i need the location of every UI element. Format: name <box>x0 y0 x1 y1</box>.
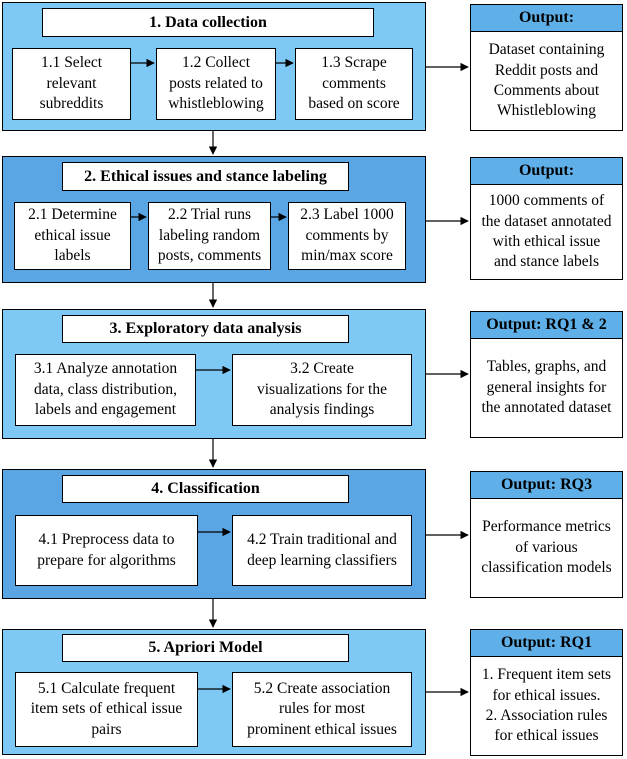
text-line: pairs <box>91 720 122 738</box>
output-3-text: Tables, graphs, and general insights for t… <box>482 357 612 418</box>
output-5-body: 1. Frequent item sets for ethical issues.… <box>470 656 623 756</box>
text-line: labels and engagement <box>34 401 177 419</box>
step-3-2: 3.2 Create visualizations for the analysis… <box>232 354 412 426</box>
text-line: 2.3 Label 1000 <box>300 206 394 224</box>
text-line: item sets of ethical issue <box>30 700 183 718</box>
step-2-1: 2.1 Determine ethical issue labels <box>14 202 131 270</box>
step-1-1-text: 1.1 Select relevant subreddits <box>40 53 104 114</box>
step-5-1-text: 5.1 Calculate frequent item sets of ethic… <box>31 679 183 740</box>
text-line: posts related to <box>169 74 263 92</box>
text-line: 3.1 Analyze annotation <box>33 360 178 378</box>
text-line: Whistleblowing <box>496 102 597 120</box>
text-line: Dataset containing <box>488 41 605 59</box>
text-line: posts, comments <box>157 247 262 265</box>
step-4-2: 4.2 Train traditional and deep learning c… <box>232 515 412 586</box>
output-4-body: Performance metrics of various classificat… <box>470 498 623 598</box>
step-1-1: 1.1 Select relevant subreddits <box>12 48 131 120</box>
output-5-header: Output: RQ1 <box>470 629 623 657</box>
stage-5-title: 5. Apriori Model <box>62 634 349 662</box>
text-line: visualizations for the <box>257 380 387 398</box>
output-2-header: Output: <box>470 157 623 185</box>
text-line: 2.2 Trial runs <box>167 206 252 224</box>
step-2-2: 2.2 Trial runs labeling random posts, comm… <box>148 202 271 270</box>
text-line: 1.1 Select <box>40 54 103 72</box>
step-4-1: 4.1 Preprocess data to prepare for algori… <box>15 515 198 586</box>
output-5-text: 1. Frequent item sets for ethical issues.… <box>482 665 611 747</box>
text-line: prepare for algorithms <box>37 551 176 569</box>
text-line: for ethical issues <box>494 727 599 745</box>
text-line: 2.1 Determine <box>28 206 117 224</box>
text-line: deep learning classifiers <box>247 551 397 569</box>
text-line: relevant <box>46 74 97 92</box>
text-line: Reddit posts and <box>494 61 599 79</box>
output-3-header: Output: RQ1 & 2 <box>470 311 623 339</box>
stage-3-title: 3. Exploratory data analysis <box>62 315 349 343</box>
text-line: 4.2 Train traditional and <box>247 531 397 549</box>
output-1-header: Output: <box>470 4 623 32</box>
text-line: with ethical issue <box>492 233 601 250</box>
text-line: general insights for <box>486 378 607 396</box>
text-line: 1000 comments of <box>488 192 605 210</box>
step-1-2-text: 1.2 Collect posts related to whistleblowin… <box>168 53 264 114</box>
text-line: data, class distribution, <box>34 380 177 398</box>
text-line: Performance metrics <box>482 518 611 536</box>
step-2-3: 2.3 Label 1000 comments by min/max score <box>288 202 406 270</box>
output-2-text: 1000 comments of the dataset annotated wit… <box>482 191 612 273</box>
text-line: analysis findings <box>269 401 375 419</box>
text-line: of various <box>515 538 578 556</box>
stage-1-title: 1. Data collection <box>42 8 374 37</box>
text-line: Tables, graphs, and <box>486 358 607 376</box>
text-line: labels <box>54 247 91 265</box>
step-1-3-text: 1.3 Scrape comments based on score <box>308 53 399 114</box>
step-5-1: 5.1 Calculate frequent item sets of ethic… <box>15 672 198 747</box>
step-5-2-text: 5.2 Create association rules for most prom… <box>247 679 397 740</box>
text-line: whistleblowing <box>168 95 264 113</box>
text-line: 4.1 Preprocess data to <box>38 531 175 549</box>
text-line: comments <box>322 74 386 92</box>
text-line: 3.2 Create <box>290 360 354 378</box>
stage-4-title: 4. Classification <box>62 475 349 503</box>
step-1-2: 1.2 Collect posts related to whistleblowin… <box>156 48 276 120</box>
text-line: 2. Association rules <box>485 707 608 724</box>
text-line: prominent ethical issues <box>247 720 397 738</box>
step-3-1: 3.1 Analyze annotation data, class distri… <box>15 354 196 426</box>
step-4-2-text: 4.2 Train traditional and deep learning c… <box>247 530 397 571</box>
step-3-2-text: 3.2 Create visualizations for the analysis… <box>257 359 387 420</box>
step-2-1-text: 2.1 Determine ethical issue labels <box>28 205 117 266</box>
text-line: 1.3 Scrape <box>321 54 387 72</box>
text-line: 5.2 Create association <box>253 679 391 697</box>
text-line: based on score <box>308 95 400 113</box>
text-line: and stance labels <box>493 253 599 271</box>
text-line: ethical issue <box>34 226 111 244</box>
text-line: classification models <box>481 559 612 577</box>
stage-2-title: 2. Ethical issues and stance labeling <box>62 162 349 191</box>
text-line: the dataset annotated <box>481 212 612 230</box>
output-4-header: Output: RQ3 <box>470 471 623 499</box>
text-line: 1.2 Collect <box>181 54 251 72</box>
step-4-1-text: 4.1 Preprocess data to prepare for algori… <box>37 530 176 571</box>
step-2-2-text: 2.2 Trial runs labeling random posts, comm… <box>158 205 261 266</box>
text-line: labeling random <box>158 226 261 244</box>
output-4-text: Performance metrics of various classificat… <box>481 517 611 578</box>
text-line: the annotated dataset <box>481 399 612 417</box>
output-3-body: Tables, graphs, and general insights for t… <box>470 338 623 438</box>
step-2-3-text: 2.3 Label 1000 comments by min/max score <box>300 205 393 266</box>
text-line: 5.1 Calculate frequent <box>37 679 176 697</box>
text-line: for ethical issues. <box>492 686 601 704</box>
text-line: 1. Frequent item sets <box>481 666 612 684</box>
step-3-1-text: 3.1 Analyze annotation data, class distri… <box>34 359 177 420</box>
text-line: Comments about <box>493 82 600 99</box>
text-line: min/max score <box>301 247 393 265</box>
output-2-body: 1000 comments of the dataset annotated wit… <box>470 184 623 280</box>
text-line: subreddits <box>39 95 104 113</box>
step-5-2: 5.2 Create association rules for most prom… <box>232 672 412 747</box>
text-line: comments by <box>305 226 389 244</box>
step-1-3: 1.3 Scrape comments based on score <box>295 48 413 120</box>
text-line: rules for most <box>278 700 366 718</box>
